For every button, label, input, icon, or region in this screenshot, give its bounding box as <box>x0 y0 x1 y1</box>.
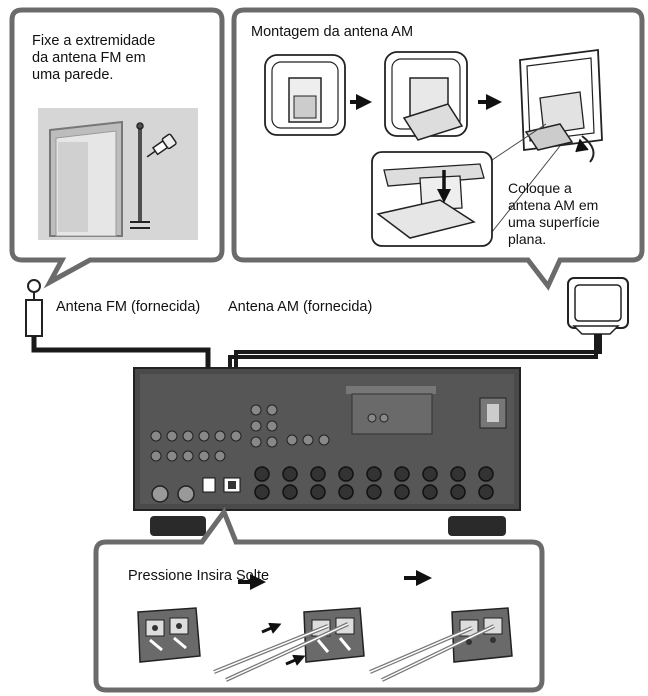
am-base-zoom-inset <box>371 123 561 247</box>
am-antenna-unfolding-illustration <box>384 51 468 141</box>
am-antenna-label: Antena AM (fornecida) <box>228 299 373 315</box>
am-terminal-release-illustration <box>369 607 513 682</box>
wall-mount-illustration <box>38 108 198 240</box>
fm-antenna-connector-icon <box>25 279 43 337</box>
am-antenna-folded-illustration <box>264 54 346 136</box>
fm-instruction-text: Fixe a extremidade da antena FM em uma p… <box>32 33 156 83</box>
am-antenna-assembled-illustration <box>519 48 603 163</box>
am-antenna-small-icon <box>567 277 629 335</box>
av-receiver-rear-panel <box>133 367 521 536</box>
am-terminal-insert-illustration <box>213 607 365 682</box>
push-pin-icon <box>146 133 177 158</box>
am-placement-text: Coloque a antena AM em uma superfície pl… <box>508 180 600 247</box>
terminal-callout-bubble <box>93 506 545 693</box>
press-insert-release-text: Pressione Insira Solte <box>128 568 270 584</box>
am-assembly-title: Montagem da antena AM <box>251 24 414 40</box>
fm-antenna-label: Antena FM (fornecida) <box>56 299 201 315</box>
am-terminal-press-illustration <box>137 607 201 663</box>
